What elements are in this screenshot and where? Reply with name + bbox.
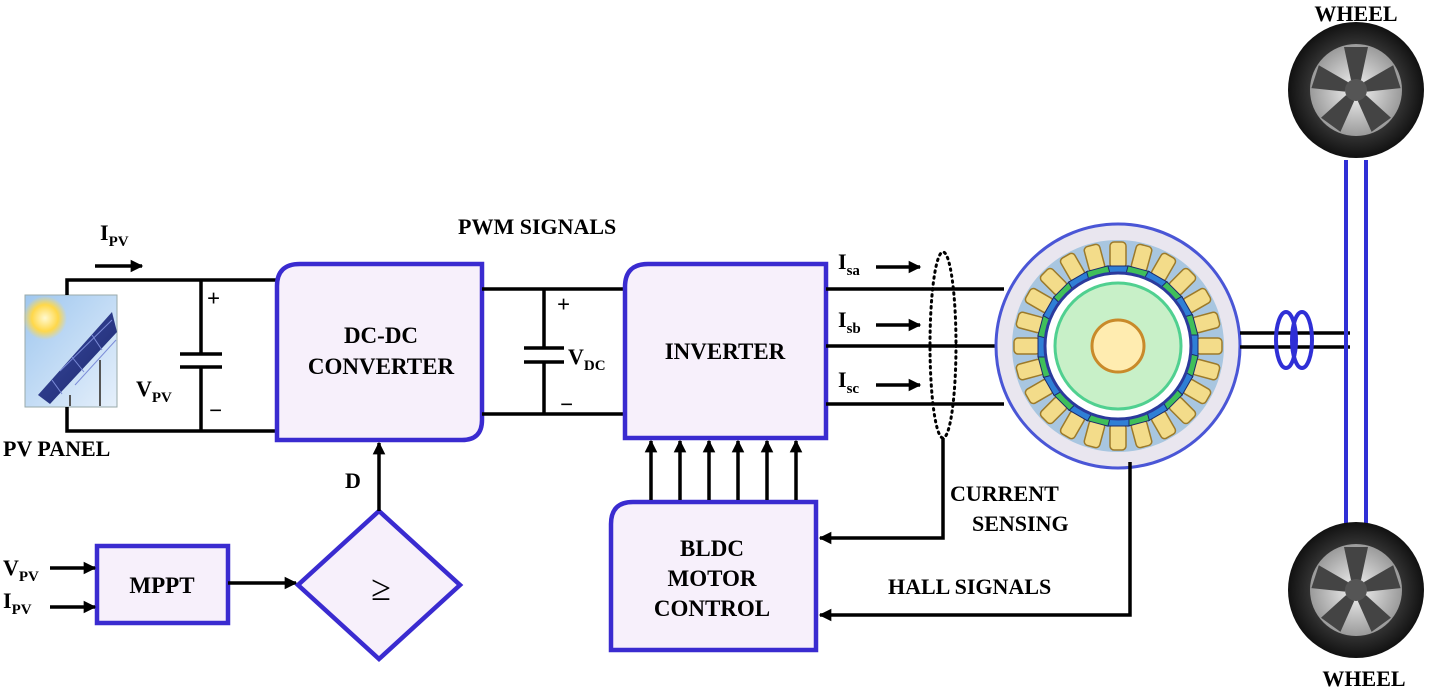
current-sensing-line1: CURRENT [950,481,1059,506]
coupling-ring-right [1290,310,1314,370]
pv-negative-wire [65,407,278,433]
mppt-label: MPPT [129,573,194,598]
hall-signals-label: HALL SIGNALS [888,574,1051,599]
bldc-control-line3: CONTROL [654,596,770,621]
phase-b-current-label: Isb [838,307,861,337]
inverter-label: INVERTER [665,339,786,364]
hall-signals-feedback [818,462,1132,622]
pv-current-label: IPV [100,220,129,250]
bottom-wheel-label: WHEEL [1322,666,1405,689]
phase-c-current-label: Isc [838,367,859,397]
inverter-block [622,261,829,441]
bottom-wheel-icon [1288,522,1424,658]
dc-minus-sign: − [560,392,573,417]
bldc-motor-icon [994,222,1242,470]
top-wheel-icon [1288,22,1424,158]
dc-plus-sign: + [557,292,570,317]
dc-dc-converter-block [274,261,485,443]
current-sensing-feedback [818,438,945,545]
input-capacitor [180,280,222,431]
pv-positive-wire [65,278,278,295]
pv-panel-icon [23,294,118,408]
bldc-control-line1: BLDC [680,536,744,561]
dc-dc-label-line2: CONVERTER [308,354,455,379]
bldc-control-block [608,499,819,653]
dc-link-capacitor [524,289,564,414]
pwm-signals-label: PWM SIGNALS [458,214,616,239]
top-wheel-label: WHEEL [1314,1,1397,26]
comparator-block [294,507,464,663]
coupling-ring-left [1274,310,1298,370]
mppt-voltage-input-label: VPV [3,555,39,585]
comparator-symbol: ≥ [371,568,391,608]
input-plus-sign: + [207,286,220,311]
dc-voltage-label: VDC [568,344,606,374]
input-minus-sign: − [209,398,222,423]
mppt-block [94,543,231,626]
phase-a-current-label: Isa [838,249,860,279]
pv-panel-label: PV PANEL [3,436,110,461]
mppt-current-input-label: IPV [3,588,32,618]
duty-cycle-label: D [345,468,361,493]
dc-dc-label-line1: DC-DC [344,323,418,348]
gate-signal-arrows [644,439,803,500]
bldc-control-line2: MOTOR [667,566,756,591]
pv-voltage-label: VPV [136,376,172,406]
current-sensing-line2: SENSING [972,511,1069,536]
